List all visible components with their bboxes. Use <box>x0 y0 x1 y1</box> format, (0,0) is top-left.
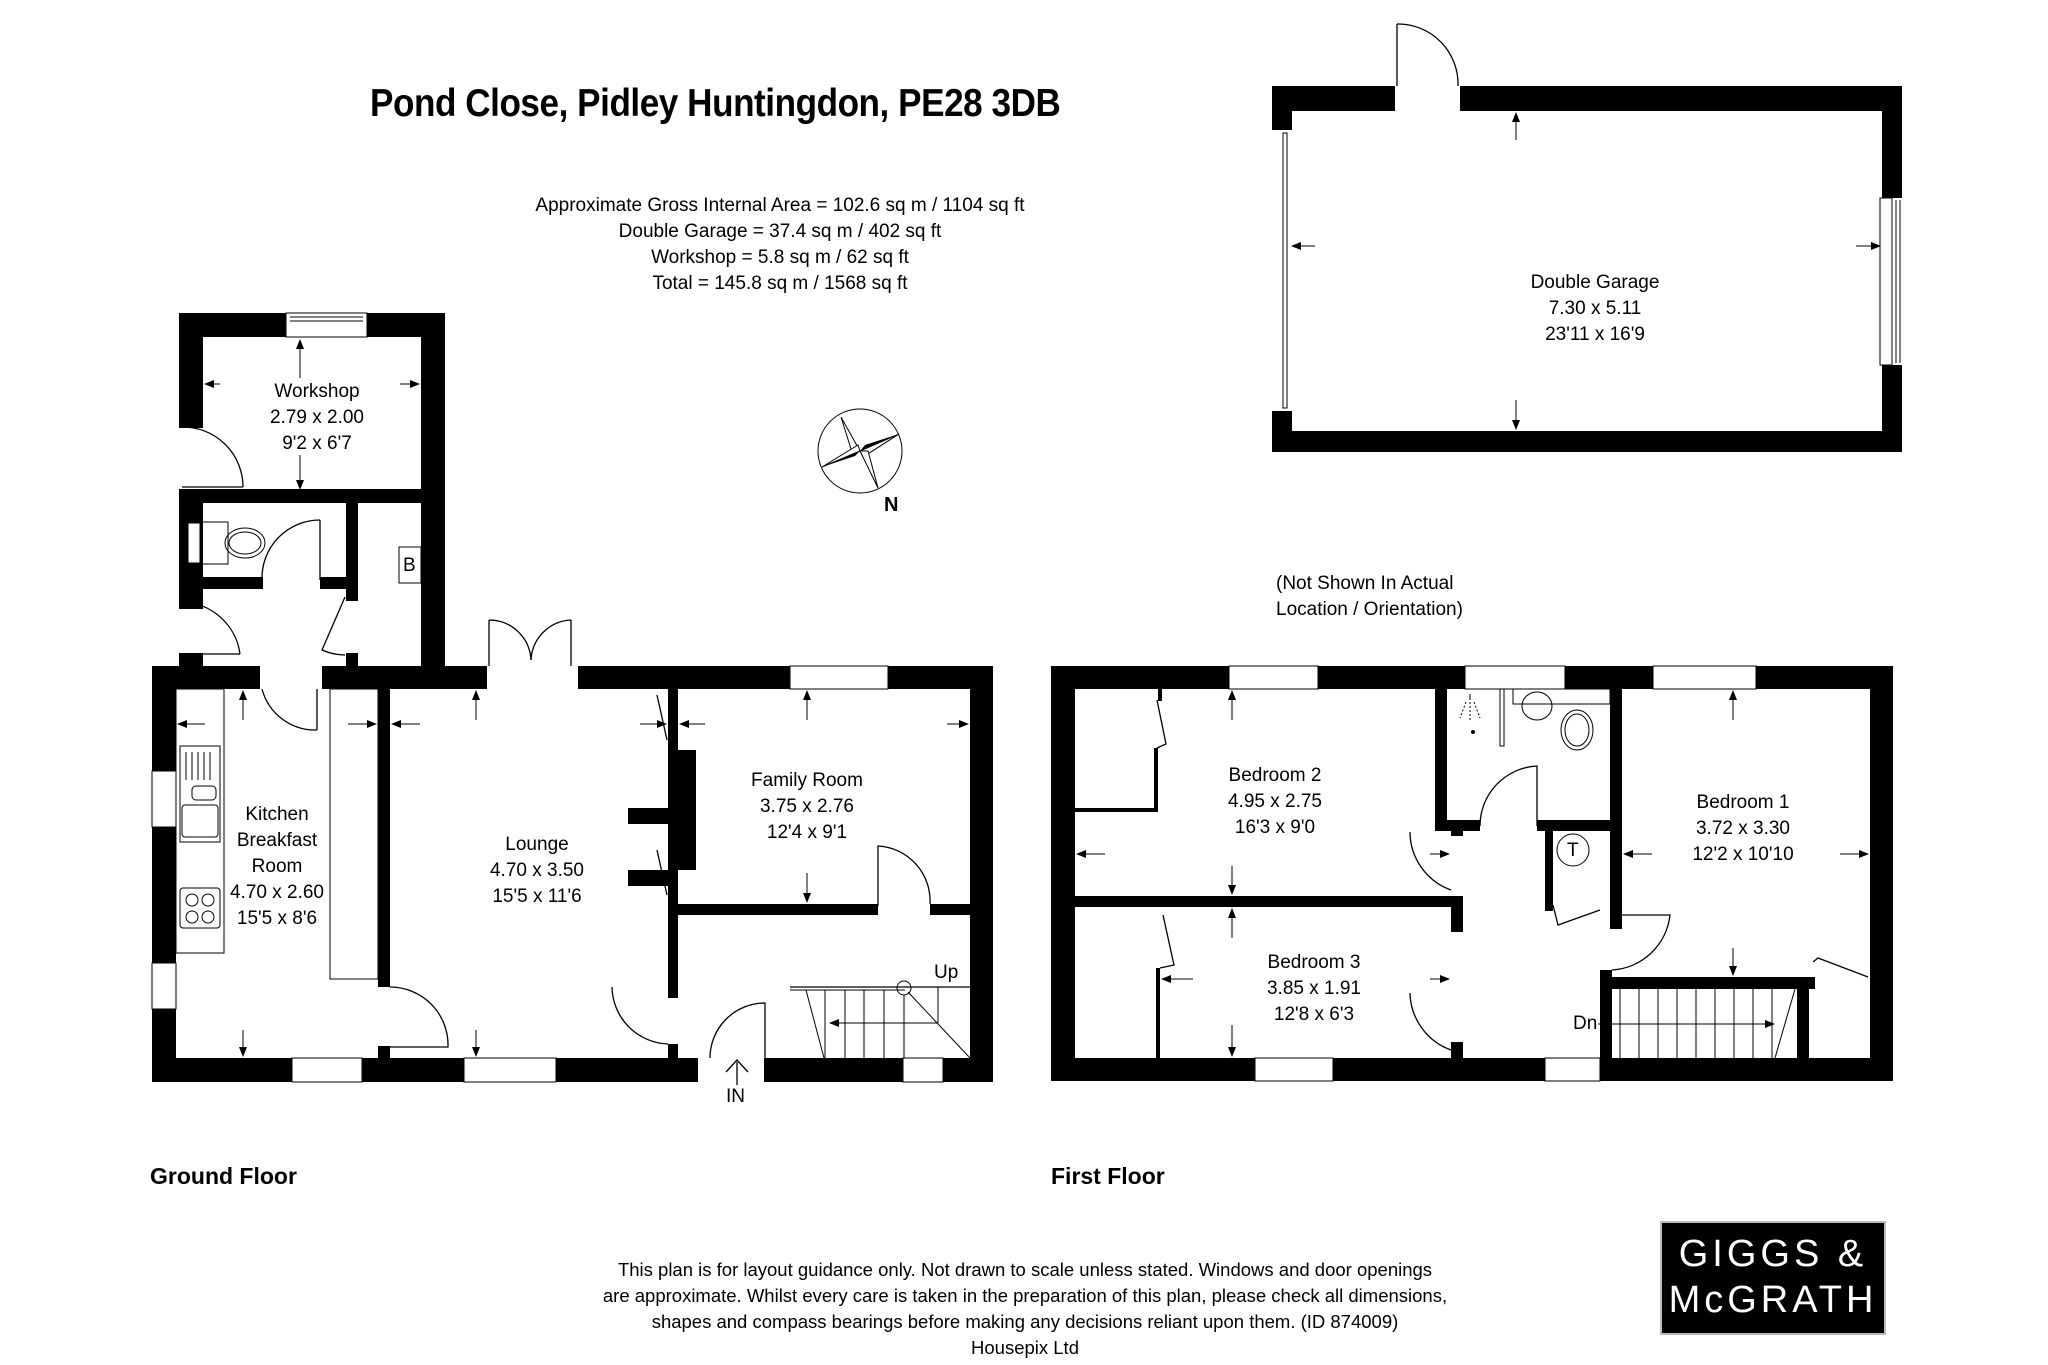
garage-location-note: (Not Shown In Actual Location / Orientat… <box>1276 573 1463 620</box>
room-label-lounge: Lounge 4.70 x 3.50 15'5 x 11'6 <box>489 834 585 907</box>
garage-plan <box>1272 23 1902 452</box>
disclaimer: This plan is for layout guidance only. N… <box>520 1257 1530 1361</box>
gross-internal-area: Approximate Gross Internal Area = 102.6 … <box>535 195 1025 216</box>
total-area: Total = 145.8 sq m / 1568 sq ft <box>652 273 908 294</box>
agency-logo: GIGGS & McGRATH <box>1660 1221 1886 1335</box>
room-label-kitchen: Kitchen Breakfast Room 4.70 x 2.60 15'5 … <box>229 804 325 929</box>
basin-icon <box>1512 688 1611 721</box>
compass-north-label: N <box>884 494 899 516</box>
workshop-walls <box>179 312 445 673</box>
ground-dimension-arrows <box>177 339 969 1057</box>
double-garage-area: Double Garage = 37.4 sq m / 402 sq ft <box>618 221 942 242</box>
page-title: Pond Close, Pidley Huntingdon, PE28 3DB <box>370 82 1061 125</box>
room-label-workshop: Workshop 2.79 x 2.00 9'2 x 6'7 <box>269 381 365 454</box>
room-label-bedroom-3: Bedroom 3 3.85 x 1.91 12'8 x 6'3 <box>1266 952 1362 1025</box>
room-label-family-room: Family Room 3.75 x 2.76 12'4 x 9'1 <box>751 770 863 843</box>
first-floor-label: First Floor <box>1051 1163 1165 1189</box>
first-dimension-arrows <box>1076 690 1869 1057</box>
first-floor-plan <box>1051 665 1893 1082</box>
ground-floor-walls <box>152 666 993 1082</box>
room-label-bedroom-2: Bedroom 2 4.95 x 2.75 16'3 x 9'0 <box>1227 765 1323 838</box>
room-label-bedroom-1: Bedroom 1 3.72 x 3.30 12'2 x 10'10 <box>1692 792 1794 865</box>
first-floor-stairs <box>1598 988 1796 1059</box>
entrance-label: IN <box>726 1086 745 1107</box>
ground-floor-stairs <box>725 980 971 1085</box>
tank-label: T <box>1567 840 1579 861</box>
room-label-double-garage: Double Garage 7.30 x 5.11 23'11 x 16'9 <box>1530 272 1660 345</box>
shower-icon <box>1459 694 1481 734</box>
stairs-up-label: Up <box>934 962 959 983</box>
kitchen-units <box>151 688 379 1010</box>
compass-rose-icon <box>817 408 903 494</box>
credit: Housepix Ltd <box>971 1337 1079 1358</box>
ground-floor-label: Ground Floor <box>150 1163 297 1189</box>
boiler-label: B <box>403 555 416 576</box>
lounge-doors <box>291 619 944 1083</box>
workshop-area: Workshop = 5.8 sq m / 62 sq ft <box>651 247 909 268</box>
wc-walls <box>179 489 422 671</box>
stairs-down-label: Dn <box>1573 1013 1598 1034</box>
ground-floor-plan <box>151 312 993 1085</box>
toilet-icon <box>1560 709 1594 751</box>
area-summary: Approximate Gross Internal Area = 102.6 … <box>380 193 1180 297</box>
